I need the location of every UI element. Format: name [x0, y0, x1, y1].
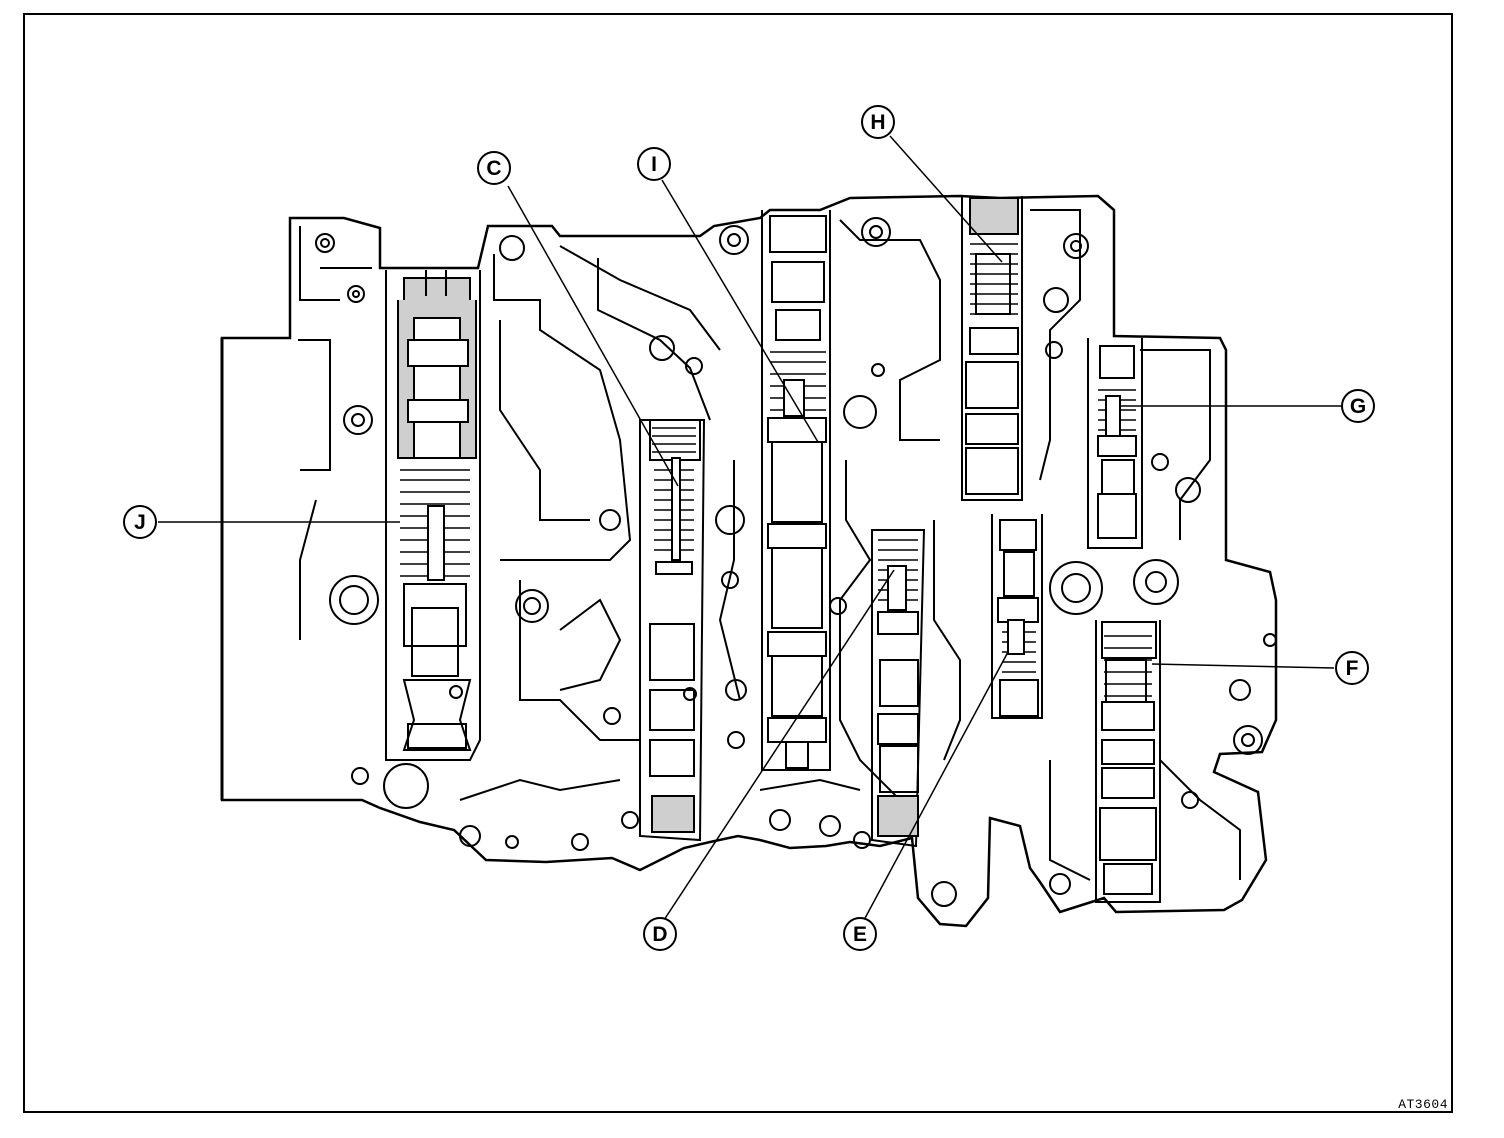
- valve-bore-c: [639, 419, 706, 842]
- callout-c: C: [486, 157, 501, 180]
- callout-f: F: [1346, 657, 1359, 680]
- callout-e: E: [853, 923, 867, 946]
- valve-body-outline: [220, 194, 1278, 928]
- valve-bore-f: [1095, 620, 1161, 903]
- figure-frame: [23, 13, 1453, 1113]
- callout-g: G: [1350, 395, 1366, 418]
- valve-bore-e: [991, 514, 1043, 719]
- leader-lines: [158, 135, 1342, 921]
- bolt-holes: [315, 217, 1277, 907]
- valve-bore-h: [961, 196, 1023, 501]
- valve-bore-j: [385, 270, 481, 761]
- valve-bore-d: [871, 529, 926, 848]
- callout-d: D: [652, 923, 667, 946]
- callout-h: H: [870, 111, 885, 134]
- callout-i: I: [651, 153, 657, 176]
- valve-bore-g: [1087, 338, 1143, 549]
- valve-bore-i: [761, 210, 831, 771]
- figure-id: AT3604: [1398, 1097, 1448, 1112]
- callout-markers: [123, 105, 1375, 951]
- callout-j: J: [134, 511, 146, 534]
